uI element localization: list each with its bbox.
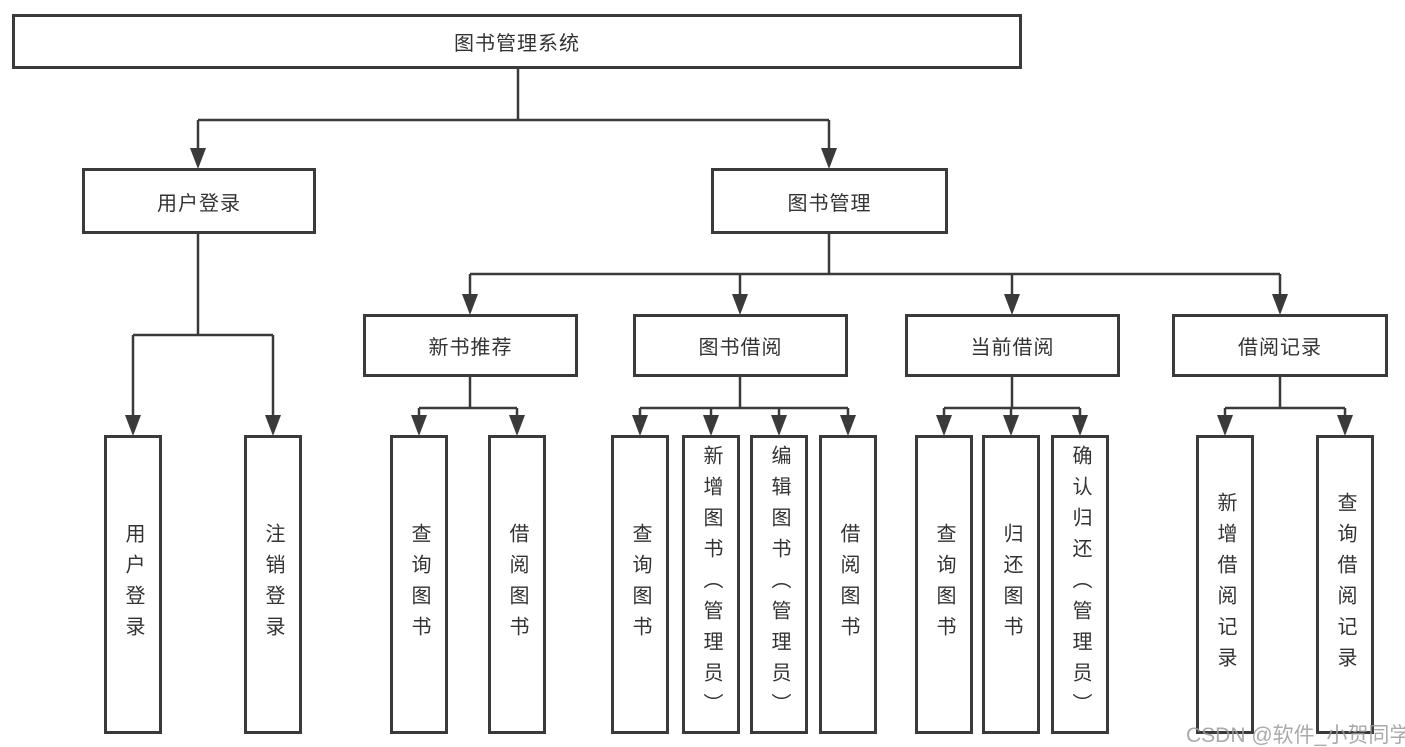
leaf-query-books-current: 查询图书 (915, 435, 973, 734)
node-label: 借阅图书 (837, 522, 859, 647)
leaf-user-login: 用户登录 (104, 435, 162, 734)
watermark-text: CSDN @软件_小贺同学 (1186, 724, 1405, 747)
node-label: 图书管理系统 (454, 33, 580, 55)
node-label: 新增图书（管理员） (700, 445, 722, 724)
node-label: 新书推荐 (428, 337, 513, 359)
node-label: 借阅图书 (506, 522, 528, 647)
node-borrowing-records: 借阅记录 (1172, 314, 1388, 377)
node-current-borrowing: 当前借阅 (905, 314, 1120, 377)
leaf-query-books-recommend: 查询图书 (390, 435, 448, 734)
leaf-add-books-admin: 新增图书（管理员） (682, 435, 740, 734)
leaf-edit-books-admin: 编辑图书（管理员） (750, 435, 808, 734)
node-label: 图书借阅 (698, 337, 783, 359)
node-user-login: 用户登录 (82, 168, 316, 234)
node-book-borrowing: 图书借阅 (633, 314, 848, 377)
node-label: 归还图书 (1000, 522, 1022, 647)
node-label: 确认归还（管理员） (1069, 445, 1091, 724)
leaf-add-borrow-record: 新增借阅记录 (1196, 435, 1254, 734)
leaf-confirm-return-admin: 确认归还（管理员） (1051, 435, 1109, 734)
node-book-management: 图书管理 (711, 168, 948, 234)
node-label: 新增借阅记录 (1214, 491, 1236, 678)
node-label: 查询图书 (629, 522, 651, 647)
leaf-borrow-books-recommend: 借阅图书 (488, 435, 546, 734)
node-label: 查询图书 (933, 522, 955, 647)
node-new-book-recommendation: 新书推荐 (363, 314, 578, 377)
leaf-borrow-books: 借阅图书 (819, 435, 877, 734)
node-label: 用户登录 (157, 192, 241, 215)
node-label: 注销登录 (262, 522, 284, 647)
node-label: 查询图书 (408, 522, 430, 647)
node-label: 图书管理 (787, 192, 872, 215)
node-label: 用户登录 (122, 522, 144, 647)
node-label: 借阅记录 (1238, 337, 1322, 359)
leaf-query-borrow-record: 查询借阅记录 (1316, 435, 1374, 734)
node-library-management-system: 图书管理系统 (12, 14, 1022, 69)
leaf-return-books: 归还图书 (982, 435, 1040, 734)
leaf-query-books-borrow: 查询图书 (611, 435, 669, 734)
leaf-logout-login: 注销登录 (244, 435, 302, 734)
node-label: 当前借阅 (970, 337, 1055, 359)
node-label: 编辑图书（管理员） (768, 445, 790, 724)
node-label: 查询借阅记录 (1334, 491, 1356, 678)
